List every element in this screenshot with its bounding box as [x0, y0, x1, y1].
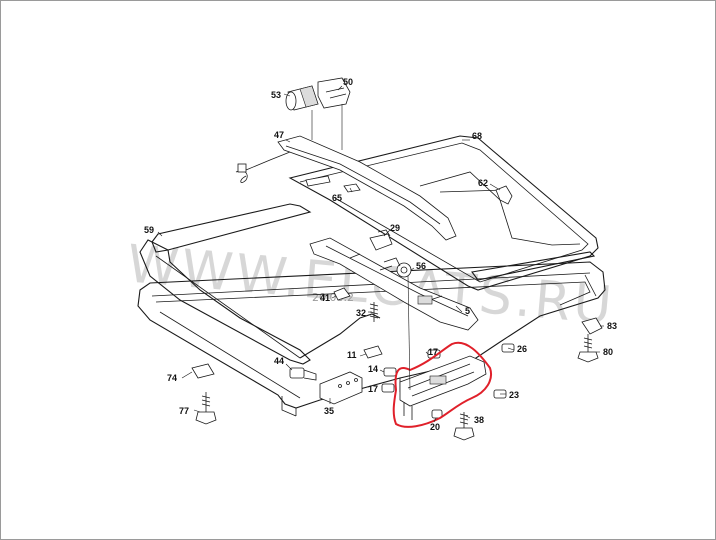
part-80-screw: [577, 334, 599, 363]
label-17-left: 17: [368, 384, 378, 394]
part-35-bracket: [319, 371, 363, 405]
label-11: 11: [347, 350, 357, 360]
part-14-pad: [383, 367, 397, 377]
drive-slide-assembly: [399, 349, 507, 420]
label-62: 62: [478, 178, 488, 188]
label-5: 5: [465, 306, 470, 316]
label-83: 83: [607, 321, 617, 331]
label-23: 23: [509, 390, 519, 400]
seal-ring: [139, 203, 596, 365]
label-53: 53: [271, 90, 281, 100]
glass-panel: [288, 135, 599, 291]
front-cross-member: [235, 135, 457, 241]
part-74-clip: [191, 363, 215, 379]
label-26: 26: [517, 344, 527, 354]
label-56: 56: [416, 261, 426, 271]
label-47: 47: [274, 130, 284, 140]
label-80: 80: [603, 347, 613, 357]
label-50: 50: [343, 77, 353, 87]
label-41: 41: [320, 293, 330, 303]
label-20: 20: [430, 422, 440, 432]
part-38-screw: [453, 412, 475, 441]
part-77-screw: [195, 392, 217, 425]
strip-left: [305, 175, 331, 187]
part-labels: 53 50 47 68 65 62 59 29 56 41 32 5 11 14…: [144, 77, 617, 432]
watermark-text: WWW.ELCATS.RU: [125, 234, 617, 336]
part-32-spring: [369, 302, 379, 322]
part-41-clip: [333, 287, 351, 301]
highlight-outline: [392, 341, 492, 428]
rear-rail-mechanism: [309, 237, 479, 331]
label-35: 35: [324, 406, 334, 416]
part-65-clip: [343, 183, 361, 193]
part-62-bracket: [495, 185, 513, 205]
label-17-right: 17: [428, 347, 438, 357]
motor-cover: [317, 77, 351, 109]
label-32: 32: [356, 308, 366, 318]
part-29-guide: [369, 229, 393, 251]
label-65: 65: [332, 193, 342, 203]
part-83-clip: [581, 317, 603, 335]
leader-lines: [157, 85, 604, 423]
label-38: 38: [474, 415, 484, 425]
drive-motor: [285, 85, 319, 111]
label-14: 14: [368, 364, 378, 374]
label-29: 29: [390, 223, 400, 233]
label-59: 59: [144, 225, 154, 235]
part-17-pad-left: [381, 383, 395, 393]
label-44: 44: [274, 356, 284, 366]
label-68: 68: [472, 131, 482, 141]
label-77: 77: [179, 406, 189, 416]
part-44-bolt: [289, 367, 317, 381]
label-74: 74: [167, 373, 177, 383]
part-11-clip: [363, 345, 383, 359]
